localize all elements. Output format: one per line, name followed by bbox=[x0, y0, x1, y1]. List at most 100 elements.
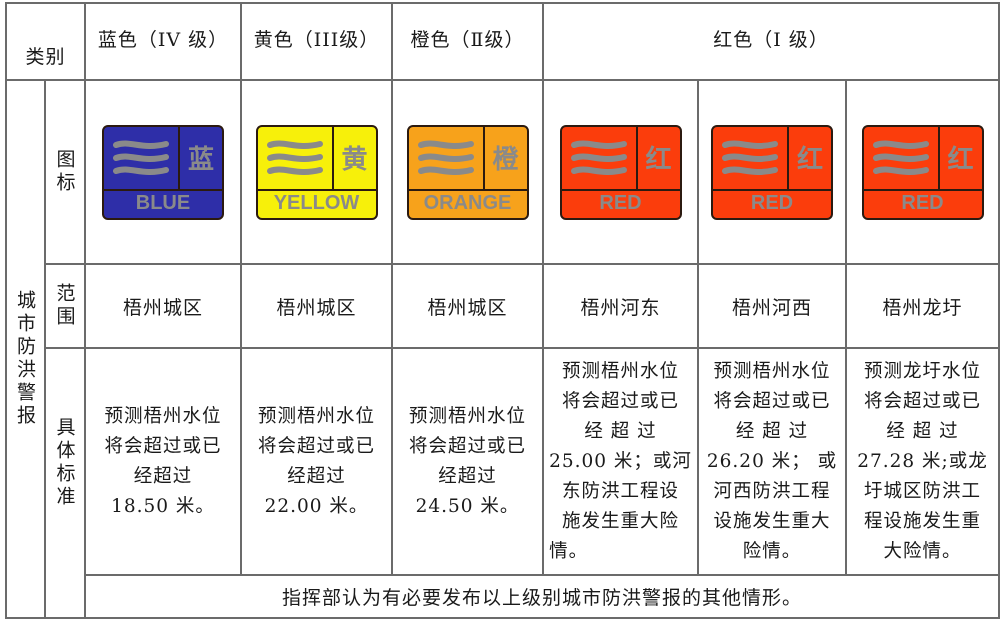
criteria-cell-red-hedong: 预测梧州水位 将会超过或已 经 超 过 25.00 米；或河 东防洪工程设 施发… bbox=[544, 349, 697, 574]
grid-line bbox=[84, 2, 86, 619]
grid-line bbox=[5, 617, 1000, 619]
corner-header: 类别 bbox=[25, 46, 66, 68]
wave-icon bbox=[864, 126, 940, 189]
row-label-scope-text: 范围 bbox=[53, 283, 76, 329]
header-red-level: 红色（I 级） bbox=[713, 29, 829, 51]
criteria-cell-orange: 预测梧州水位 将会超过或已 经超过 24.50 米。 bbox=[393, 349, 542, 574]
criteria-line: 经 超 过 bbox=[584, 420, 657, 442]
criteria-cell-red-hexi: 预测梧州水位 将会超过或已 经 超 过 26.20 米； 或 河西防洪工程 设施… bbox=[699, 349, 845, 574]
grid-line bbox=[45, 263, 1000, 265]
grid-line bbox=[45, 347, 1000, 349]
criteria-line: 预测梧州水位 bbox=[257, 405, 375, 427]
scope-cell: 梧州城区 bbox=[427, 296, 508, 319]
grid-line bbox=[845, 79, 847, 576]
grid-line bbox=[542, 2, 544, 576]
row-label-criteria: 具体标准 bbox=[46, 349, 84, 617]
red-warning-icon: 红 RED bbox=[559, 124, 682, 220]
icon-cell-red-hexi: 红 RED bbox=[699, 81, 845, 263]
criteria-line: 18.50 米。 bbox=[111, 495, 215, 517]
icon-char: 橙 bbox=[492, 145, 519, 175]
criteria-cell-blue: 预测梧州水位 将会超过或已 经超过 18.50 米。 bbox=[86, 349, 240, 574]
criteria-line: 22.00 米。 bbox=[264, 495, 369, 517]
footer-note: 指挥部认为有必要发布以上级别城市防洪警报的其他情形。 bbox=[281, 587, 802, 609]
criteria-line: 预测梧州水位 bbox=[408, 405, 526, 427]
criteria-line: 情。 bbox=[549, 540, 589, 562]
row-label-icon-text: 图标 bbox=[53, 149, 76, 195]
blue-warning-icon: 蓝 BLUE bbox=[102, 124, 224, 220]
wave-icon bbox=[104, 126, 180, 189]
icon-cell-blue: 蓝 BLUE bbox=[86, 81, 240, 263]
criteria-line: 26.20 米； 或 bbox=[706, 450, 838, 472]
header-yellow-level: 黄色（III级） bbox=[253, 29, 380, 51]
wave-icon bbox=[562, 126, 638, 189]
red-warning-icon: 红 RED bbox=[861, 124, 984, 220]
criteria-line: 河西防洪工程 bbox=[713, 480, 831, 502]
criteria-line: 预测梧州水位 bbox=[713, 360, 831, 382]
criteria-line: 预测龙圩水位 bbox=[863, 360, 981, 382]
wave-icon bbox=[409, 126, 485, 189]
wave-icon bbox=[258, 126, 334, 189]
scope-cell: 梧州城区 bbox=[122, 296, 203, 319]
criteria-line: 经超过 bbox=[287, 465, 346, 487]
criteria-line: 经 超 过 bbox=[735, 420, 809, 442]
criteria-line: 将会超过或已 bbox=[713, 390, 831, 412]
criteria-cell-yellow: 预测梧州水位 将会超过或已 经超过 22.00 米。 bbox=[242, 349, 391, 574]
icon-char: 红 bbox=[796, 145, 823, 175]
icon-char: 黄 bbox=[341, 145, 368, 175]
criteria-line: 预测梧州水位 bbox=[104, 405, 222, 427]
criteria-line: 大险情。 bbox=[883, 540, 962, 562]
grid-line bbox=[5, 79, 1000, 81]
grid-line bbox=[998, 2, 1000, 619]
criteria-line: 设施发生重大 bbox=[713, 510, 831, 532]
criteria-line: 险情。 bbox=[742, 540, 802, 562]
icon-cell-orange: 橙 ORANGE bbox=[393, 81, 542, 263]
grid-line bbox=[5, 2, 1000, 4]
grid-line bbox=[44, 79, 46, 619]
criteria-line: 预测梧州水位 bbox=[561, 360, 679, 382]
scope-cell: 梧州河西 bbox=[731, 296, 812, 319]
criteria-line: 25.00 米；或河 bbox=[549, 450, 692, 472]
icon-char: 红 bbox=[947, 145, 974, 175]
icon-cell-red-longxu: 红 RED bbox=[847, 81, 998, 263]
icon-char: 蓝 bbox=[187, 145, 214, 175]
criteria-line: 施发生重大险 bbox=[561, 510, 679, 532]
scope-cell: 梧州城区 bbox=[276, 296, 357, 319]
icon-cell-yellow: 黄 YELLOW bbox=[242, 81, 391, 263]
icon-cell-red-hedong: 红 RED bbox=[544, 81, 697, 263]
criteria-line: 将会超过或已 bbox=[561, 390, 679, 412]
row-group-label: 城市防洪警报 bbox=[7, 81, 44, 617]
icon-label: RED bbox=[901, 191, 944, 214]
criteria-line: 经超过 bbox=[133, 465, 193, 487]
criteria-line: 24.50 米。 bbox=[415, 495, 520, 517]
criteria-line: 将会超过或已 bbox=[257, 435, 375, 457]
header-orange-level: 橙色（Ⅱ级） bbox=[410, 29, 525, 51]
icon-label: YELLOW bbox=[273, 191, 360, 214]
criteria-line: 27.28 米;或龙 bbox=[857, 450, 988, 472]
criteria-line: 将会超过或已 bbox=[863, 390, 981, 412]
grid-line bbox=[697, 79, 699, 576]
scope-cell: 梧州龙圩 bbox=[882, 296, 963, 319]
header-blue-level: 蓝色（IV 级） bbox=[97, 29, 229, 51]
row-label-icon: 图标 bbox=[46, 81, 84, 263]
criteria-line: 东防洪工程设 bbox=[561, 480, 679, 502]
criteria-line: 将会超过或已 bbox=[408, 435, 526, 457]
criteria-line: 经超过 bbox=[438, 465, 497, 487]
icon-label: ORANGE bbox=[423, 191, 512, 214]
criteria-line: 经 超 过 bbox=[886, 420, 959, 442]
criteria-cell-red-longxu: 预测龙圩水位 将会超过或已 经 超 过 27.28 米;或龙 圩城区防洪工 程设… bbox=[847, 349, 998, 574]
grid-line bbox=[240, 2, 242, 576]
red-warning-icon: 红 RED bbox=[711, 124, 833, 220]
icon-label: RED bbox=[750, 191, 794, 214]
criteria-line: 将会超过或已 bbox=[104, 435, 222, 457]
scope-cell: 梧州河东 bbox=[580, 296, 661, 319]
row-group-label-text: 城市防洪警报 bbox=[14, 290, 36, 428]
icon-label: BLUE bbox=[135, 191, 191, 214]
icon-char: 红 bbox=[645, 145, 672, 175]
wave-icon bbox=[713, 126, 789, 189]
criteria-line: 圩城区防洪工 bbox=[863, 480, 981, 502]
grid-line bbox=[5, 2, 7, 619]
row-label-criteria-text: 具体标准 bbox=[53, 417, 76, 509]
grid-line bbox=[391, 2, 393, 576]
yellow-warning-icon: 黄 YELLOW bbox=[255, 124, 378, 220]
